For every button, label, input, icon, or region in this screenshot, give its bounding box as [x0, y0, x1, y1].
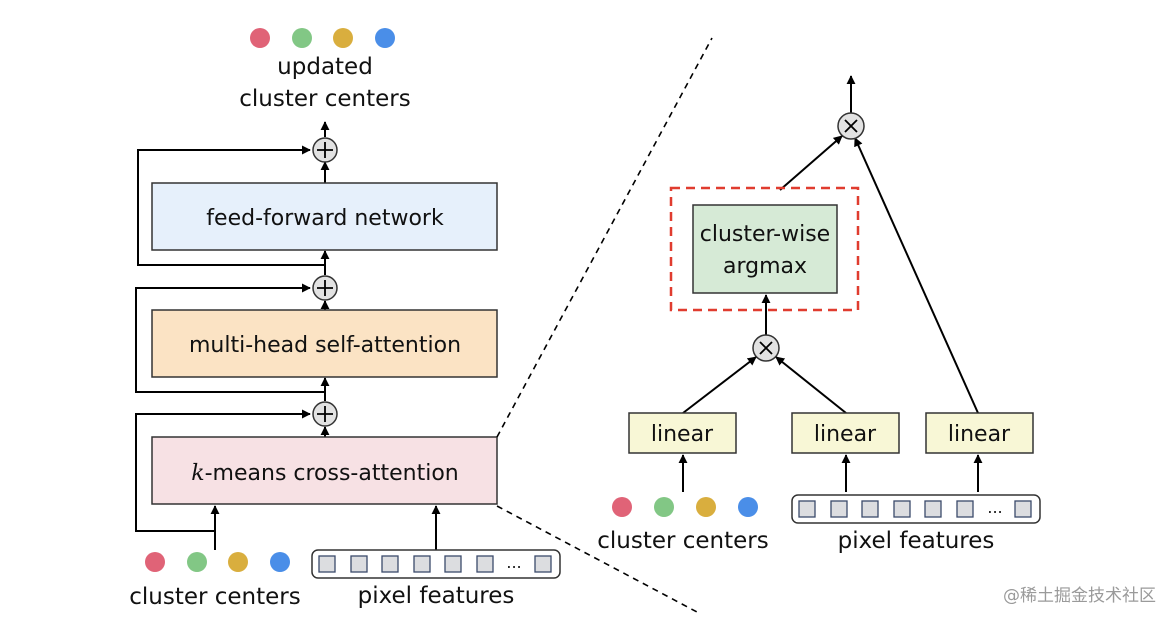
linear-label-2: linear: [814, 422, 877, 447]
pixel-cell: [924, 500, 942, 518]
cluster-center-dot: [145, 552, 165, 572]
kmeans-rest: -means cross-attention: [205, 461, 459, 486]
pixel-ellipsis-right: ...: [987, 498, 1002, 517]
right-panel: cluster-wise argmax linear linear linear…: [597, 75, 1041, 554]
cluster-center-dot: [228, 552, 248, 572]
multiply-node-top: [837, 112, 865, 140]
cluster-center-dot: [292, 28, 312, 48]
argmax-highlight: [669, 186, 860, 312]
argmax-label-line1: cluster-wise: [700, 222, 830, 247]
linear-box-2: [791, 412, 900, 454]
pixel-features-strip-right: ...: [791, 494, 1041, 524]
updated-centers-dots: [250, 28, 395, 48]
feed-forward-label: feed-forward network: [206, 206, 444, 231]
cluster-center-dot: [250, 28, 270, 48]
pixel-cell: [534, 555, 552, 573]
watermark: @稀土掘金技术社区: [1003, 586, 1156, 606]
kmeans-k: k: [191, 461, 204, 486]
add-node-top: [312, 137, 338, 163]
argmax-label-line2: argmax: [723, 254, 807, 279]
add-node-bottom: [312, 401, 338, 427]
pixel-features-label-right: pixel features: [838, 528, 995, 554]
linear-label-1: linear: [651, 422, 714, 447]
cluster-center-dot: [187, 552, 207, 572]
zoom-line-top: [496, 37, 713, 438]
residual-mhsa: [135, 283, 325, 393]
cluster-centers-label: cluster centers: [129, 584, 301, 610]
linear1-to-mult-arrow: [682, 356, 757, 414]
kmeans-cross-attention-box: [151, 436, 498, 505]
pixel-cell: [893, 500, 911, 518]
cluster-center-dot: [612, 497, 632, 517]
cluster-center-dot: [654, 497, 674, 517]
cluster-center-dot: [270, 552, 290, 572]
updated-label-line2: cluster centers: [239, 86, 411, 112]
cluster-center-dot: [696, 497, 716, 517]
pixel-cell: [956, 500, 974, 518]
pixel-features-label: pixel features: [358, 583, 515, 609]
pixel-cell: [830, 500, 848, 518]
multiply-node-bottom: [752, 334, 780, 362]
updated-label-line1: updated: [277, 54, 373, 80]
pixel-cell: [381, 555, 399, 573]
linear2-to-mult-arrow: [775, 356, 847, 414]
zoom-line-bottom: [496, 505, 698, 613]
cluster-center-dot: [333, 28, 353, 48]
linear-box-3: [925, 412, 1034, 454]
pixel-cell: [413, 555, 431, 573]
cluster-centers-dots-right: [612, 497, 758, 517]
pixel-ellipsis: ...: [506, 553, 521, 572]
cluster-center-dot: [375, 28, 395, 48]
linear-box-1: [628, 412, 737, 454]
self-attention-box: [151, 309, 498, 378]
pixel-cell: [1014, 500, 1032, 518]
residual-ffn: [137, 145, 325, 266]
add-node-middle: [312, 275, 338, 301]
pixel-cell: [350, 555, 368, 573]
residual-kmeans: [135, 409, 311, 532]
pixel-cell: [476, 555, 494, 573]
pixel-cell: [798, 500, 816, 518]
kmeans-label: k-means cross-attention: [191, 461, 458, 486]
linear-label-3: linear: [948, 422, 1011, 447]
feed-forward-box: [151, 182, 498, 251]
pixel-cell: [318, 555, 336, 573]
cluster-centers-label-right: cluster centers: [597, 528, 769, 554]
argmax-to-mult-arrow: [779, 135, 843, 191]
cluster-argmax-box: [692, 204, 838, 294]
left-panel: updated cluster centers feed-f: [129, 28, 561, 610]
cluster-centers-dots: [145, 552, 290, 572]
pixel-cell: [861, 500, 879, 518]
self-attention-label: multi-head self-attention: [189, 333, 461, 358]
pixel-cell: [444, 555, 462, 573]
linear3-to-mult-arrow: [854, 137, 979, 414]
cluster-center-dot: [738, 497, 758, 517]
pixel-features-strip: ...: [311, 549, 561, 579]
